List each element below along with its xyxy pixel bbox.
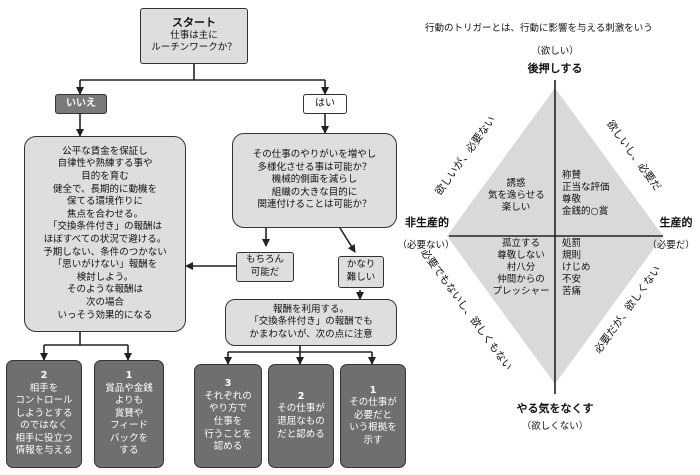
tip-right-1: 1 その仕事が 必要だと いう根拠を 示す [340,364,406,468]
axis-bottom-sub: （欲しくない） [521,421,589,432]
tip-left-1: 1 賞品や金銭 よりも 賞賛や フィード バックを する [94,360,164,468]
quadrant-header: 行動のトリガーとは、行動に影響を与える刺激をいう [425,23,653,34]
start-title: スタート [172,16,216,30]
quadrant-br-items: 処罰 規則 けじめ 不安 苦痛 [562,238,591,297]
no-label: いいえ [55,94,107,114]
start-line: 仕事は主に [170,29,218,41]
reward-box: 報酬を利用する。 「交換条件付き」の報酬でも かまわないが、次の点に注意 [225,299,397,346]
tip-right-2: 2 その仕事が 退屈なもの だと認める [268,364,334,468]
yes-label: はい [303,94,347,114]
axis-top-sub: （欲しい） [531,46,579,57]
axis-right-sub: （必要だ） [647,240,695,251]
kanari-box: かなり 難しい [338,256,384,288]
axis-left-sub: （必要ない） [397,240,455,251]
start-box: スタート 仕事は主に ルーチンワークか？ [140,8,248,64]
axis-right-main: 生産的 [659,216,693,229]
left-advice-box: 公平な賃金を保証し 自律性や熟練する事や 目的を育む 健全で、長期的に動機を 保… [24,136,186,332]
right-question-box: その仕事のやりがいを増やし 多様化させる事は可能か？ 機械的側面を減らし 組織の… [232,133,397,228]
quadrant-bl-items: 孤立する 尊敬しない 村八分 仲間からの プレッシャー [492,238,550,297]
quadrant-tl-items: 誘惑 気を逸らせる 楽しい [488,178,545,213]
start-line: ルーチンワークか？ [151,42,237,54]
axis-left-main: 非生産的 [405,216,449,229]
mochiron-box: もちろん 可能だ [236,252,294,282]
axis-bottom-main: やる気をなくす [516,402,594,415]
axis-top-main: 後押しする [527,62,583,75]
quadrant-tr-items: 称賛 正当な評価 尊敬 金銭的○賞 [562,170,610,217]
tip-right-3: 3 それぞれの やり方で 仕事を 行うことを 認める [194,364,262,468]
tip-left-2: 2 相手を コントロール しようとする のではなく 相手に役立つ 情報を与える [6,360,82,468]
